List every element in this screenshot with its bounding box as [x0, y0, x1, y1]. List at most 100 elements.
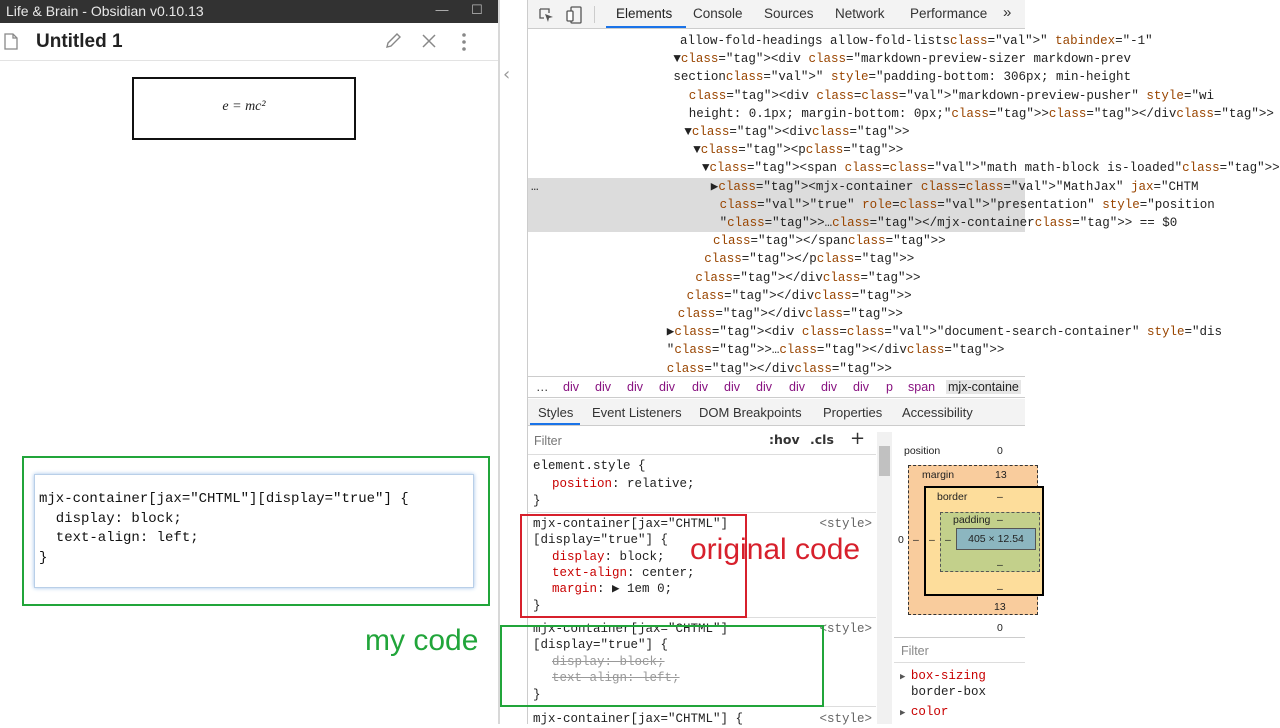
- style-property[interactable]: display: block;: [552, 550, 665, 564]
- tab-console[interactable]: Console: [693, 6, 743, 21]
- breadcrumb-item[interactable]: div: [756, 380, 772, 394]
- close-window-button[interactable]: ✕: [504, 2, 516, 17]
- property-value[interactable]: center;: [642, 566, 695, 580]
- dom-node-line[interactable]: class="tag"></divclass="tag">>: [528, 269, 1025, 287]
- property-name[interactable]: text-align: [552, 566, 628, 580]
- breadcrumb-item[interactable]: div: [659, 380, 675, 394]
- bm-padding-left[interactable]: –: [945, 534, 951, 546]
- dom-node-text[interactable]: ▶class="tag"><div class=class="val">"doc…: [666, 325, 1222, 340]
- scrollbar-thumb[interactable]: [879, 446, 890, 476]
- more-vertical-icon[interactable]: [461, 32, 467, 52]
- dom-node-text[interactable]: "class="tag">>…class="tag"></divclass="t…: [666, 343, 1005, 358]
- style-property[interactable]: position: relative;: [552, 477, 695, 491]
- breadcrumb-item[interactable]: div: [563, 380, 579, 394]
- computed-filter[interactable]: Filter: [894, 637, 1025, 663]
- dom-node-line[interactable]: class="tag"><div class=class="val">"mark…: [528, 87, 1214, 105]
- breadcrumb-item-selected[interactable]: mjx-containe: [946, 380, 1021, 394]
- styles-scrollbar[interactable]: [877, 432, 892, 724]
- subtab-styles[interactable]: Styles: [538, 405, 574, 420]
- note-title[interactable]: Untitled 1: [36, 31, 123, 52]
- dom-node-text[interactable]: ▼class="tag"><divclass="tag">>: [684, 125, 910, 139]
- property-value[interactable]: ▶ 1em 0;: [612, 582, 673, 596]
- dom-node-line[interactable]: sectionclass="val">" style="padding-bott…: [528, 68, 1131, 86]
- style-property-overridden[interactable]: text-align: left;: [552, 671, 680, 685]
- style-property[interactable]: text-align: center;: [552, 566, 695, 580]
- dom-node-text[interactable]: class="val">"true" role=class="val">"pre…: [719, 197, 1215, 212]
- rule-selector[interactable]: mjx-container[jax="CHTML"]: [533, 517, 729, 531]
- dom-node-line[interactable]: ▶class="tag"><div class=class="val">"doc…: [528, 323, 1222, 341]
- rule-selector[interactable]: mjx-container[jax="CHTML"] {: [533, 712, 744, 726]
- dom-node-line[interactable]: height: 0.1px; margin-bottom: 0px;"class…: [528, 105, 1274, 123]
- dom-node-line[interactable]: class="tag"></spanclass="tag">>: [528, 232, 1025, 250]
- class-toggle-button[interactable]: .cls: [810, 432, 834, 447]
- dom-node-text[interactable]: ▼class="tag"><div class="markdown-previe…: [673, 52, 1131, 67]
- dom-node-text[interactable]: ▼class="tag"><span class=class="val">"ma…: [702, 161, 1280, 176]
- rule-selector[interactable]: element.style {: [533, 459, 646, 473]
- bm-margin-bottom[interactable]: 13: [994, 601, 1006, 613]
- breadcrumb-item[interactable]: div: [627, 380, 643, 394]
- dom-node-text[interactable]: class="tag"></divclass="tag">>: [686, 288, 912, 303]
- subtab-event-listeners[interactable]: Event Listeners: [592, 405, 682, 420]
- dom-node-text[interactable]: height: 0.1px; margin-bottom: 0px;"class…: [688, 106, 1274, 121]
- breadcrumb-item[interactable]: div: [821, 380, 837, 394]
- computed-row[interactable]: ▶ box-sizing: [900, 669, 986, 683]
- dom-node-line[interactable]: ▼class="tag"><pclass="tag">>: [528, 141, 1025, 159]
- dom-node-text[interactable]: allow-fold-headings allow-fold-listsclas…: [680, 34, 1153, 48]
- tab-performance[interactable]: Performance: [910, 6, 988, 21]
- property-name[interactable]: display: [552, 550, 605, 564]
- style-property-overridden[interactable]: display: block;: [552, 655, 665, 669]
- bm-padding-bottom[interactable]: –: [997, 559, 1003, 571]
- dom-node-line[interactable]: class="val">"true" role=class="val">"pre…: [528, 195, 1215, 214]
- property-value[interactable]: relative;: [627, 477, 695, 491]
- dom-node-text[interactable]: sectionclass="val">" style="padding-bott…: [673, 70, 1131, 85]
- rule-source-link[interactable]: <style>: [819, 517, 872, 531]
- property-value[interactable]: left;: [642, 671, 680, 685]
- rule-source-link[interactable]: <style>: [819, 622, 872, 636]
- pane-divider[interactable]: [498, 0, 500, 724]
- dom-node-line[interactable]: "class="tag">>…class="tag"></divclass="t…: [528, 341, 1025, 359]
- dom-node-text[interactable]: "class="tag">>…class="tag"></mjx-contain…: [719, 216, 1178, 230]
- dom-node-line[interactable]: allow-fold-headings allow-fold-listsclas…: [528, 32, 1153, 50]
- maximize-button[interactable]: ☐: [471, 2, 483, 17]
- device-toolbar-icon[interactable]: [566, 6, 582, 24]
- dom-node-text[interactable]: class="tag"></divclass="tag">>: [695, 270, 921, 285]
- bm-content-size[interactable]: 405 × 12.54: [968, 533, 1024, 545]
- dom-node-text[interactable]: class="tag"></pclass="tag">>: [704, 252, 915, 267]
- breadcrumb-item[interactable]: div: [692, 380, 708, 394]
- rule-source-link[interactable]: <style>: [819, 712, 872, 726]
- dom-node-line[interactable]: class="tag"></divclass="tag">>: [528, 305, 1025, 323]
- property-value[interactable]: block;: [619, 550, 665, 564]
- property-name[interactable]: position: [552, 477, 613, 491]
- breadcrumb-item[interactable]: span: [908, 380, 936, 394]
- property-value[interactable]: block;: [619, 655, 665, 669]
- tab-network[interactable]: Network: [835, 6, 885, 21]
- property-name[interactable]: display: [552, 655, 605, 669]
- dom-node-text[interactable]: ▼class="tag"><pclass="tag">>: [693, 143, 904, 158]
- computed-row[interactable]: ▶ color: [900, 705, 949, 719]
- tab-sources[interactable]: Sources: [764, 6, 814, 21]
- dom-node-line[interactable]: ▼class="tag"><divclass="tag">>: [528, 123, 1025, 141]
- inspect-element-icon[interactable]: [538, 7, 554, 23]
- bm-margin-top[interactable]: 13: [995, 469, 1007, 481]
- dom-node-line[interactable]: ▶class="tag"><mjx-container class=class=…: [528, 177, 1198, 196]
- dom-node-text[interactable]: class="tag"></divclass="tag">>: [666, 361, 892, 376]
- bm-border-bottom[interactable]: –: [997, 583, 1003, 595]
- new-style-rule-button[interactable]: +: [850, 428, 866, 449]
- property-name[interactable]: margin: [552, 582, 598, 596]
- breadcrumb-item[interactable]: div: [853, 380, 869, 394]
- dom-node-line[interactable]: ▼class="tag"><div class="markdown-previe…: [528, 50, 1131, 68]
- bm-border-left[interactable]: –: [929, 534, 935, 546]
- dom-node-text[interactable]: class="tag"></spanclass="tag">>: [713, 234, 946, 249]
- breadcrumb-item[interactable]: p: [886, 380, 893, 394]
- dom-node-line[interactable]: "class="tag">>…class="tag"></mjx-contain…: [528, 214, 1177, 232]
- dom-node-line[interactable]: class="tag"></divclass="tag">>: [528, 287, 1025, 305]
- style-property[interactable]: margin: ▶ 1em 0;: [552, 582, 673, 596]
- computed-prop-name[interactable]: box-sizing: [910, 669, 986, 683]
- dom-node-text[interactable]: class="tag"></divclass="tag">>: [677, 307, 903, 321]
- collapse-sidebar-icon[interactable]: ‹: [503, 64, 511, 85]
- breadcrumb-item[interactable]: div: [595, 380, 611, 394]
- subtab-properties[interactable]: Properties: [823, 405, 883, 420]
- breadcrumb-item[interactable]: …: [536, 380, 549, 394]
- computed-prop-name[interactable]: color: [910, 705, 949, 719]
- bm-padding-top[interactable]: –: [997, 514, 1003, 526]
